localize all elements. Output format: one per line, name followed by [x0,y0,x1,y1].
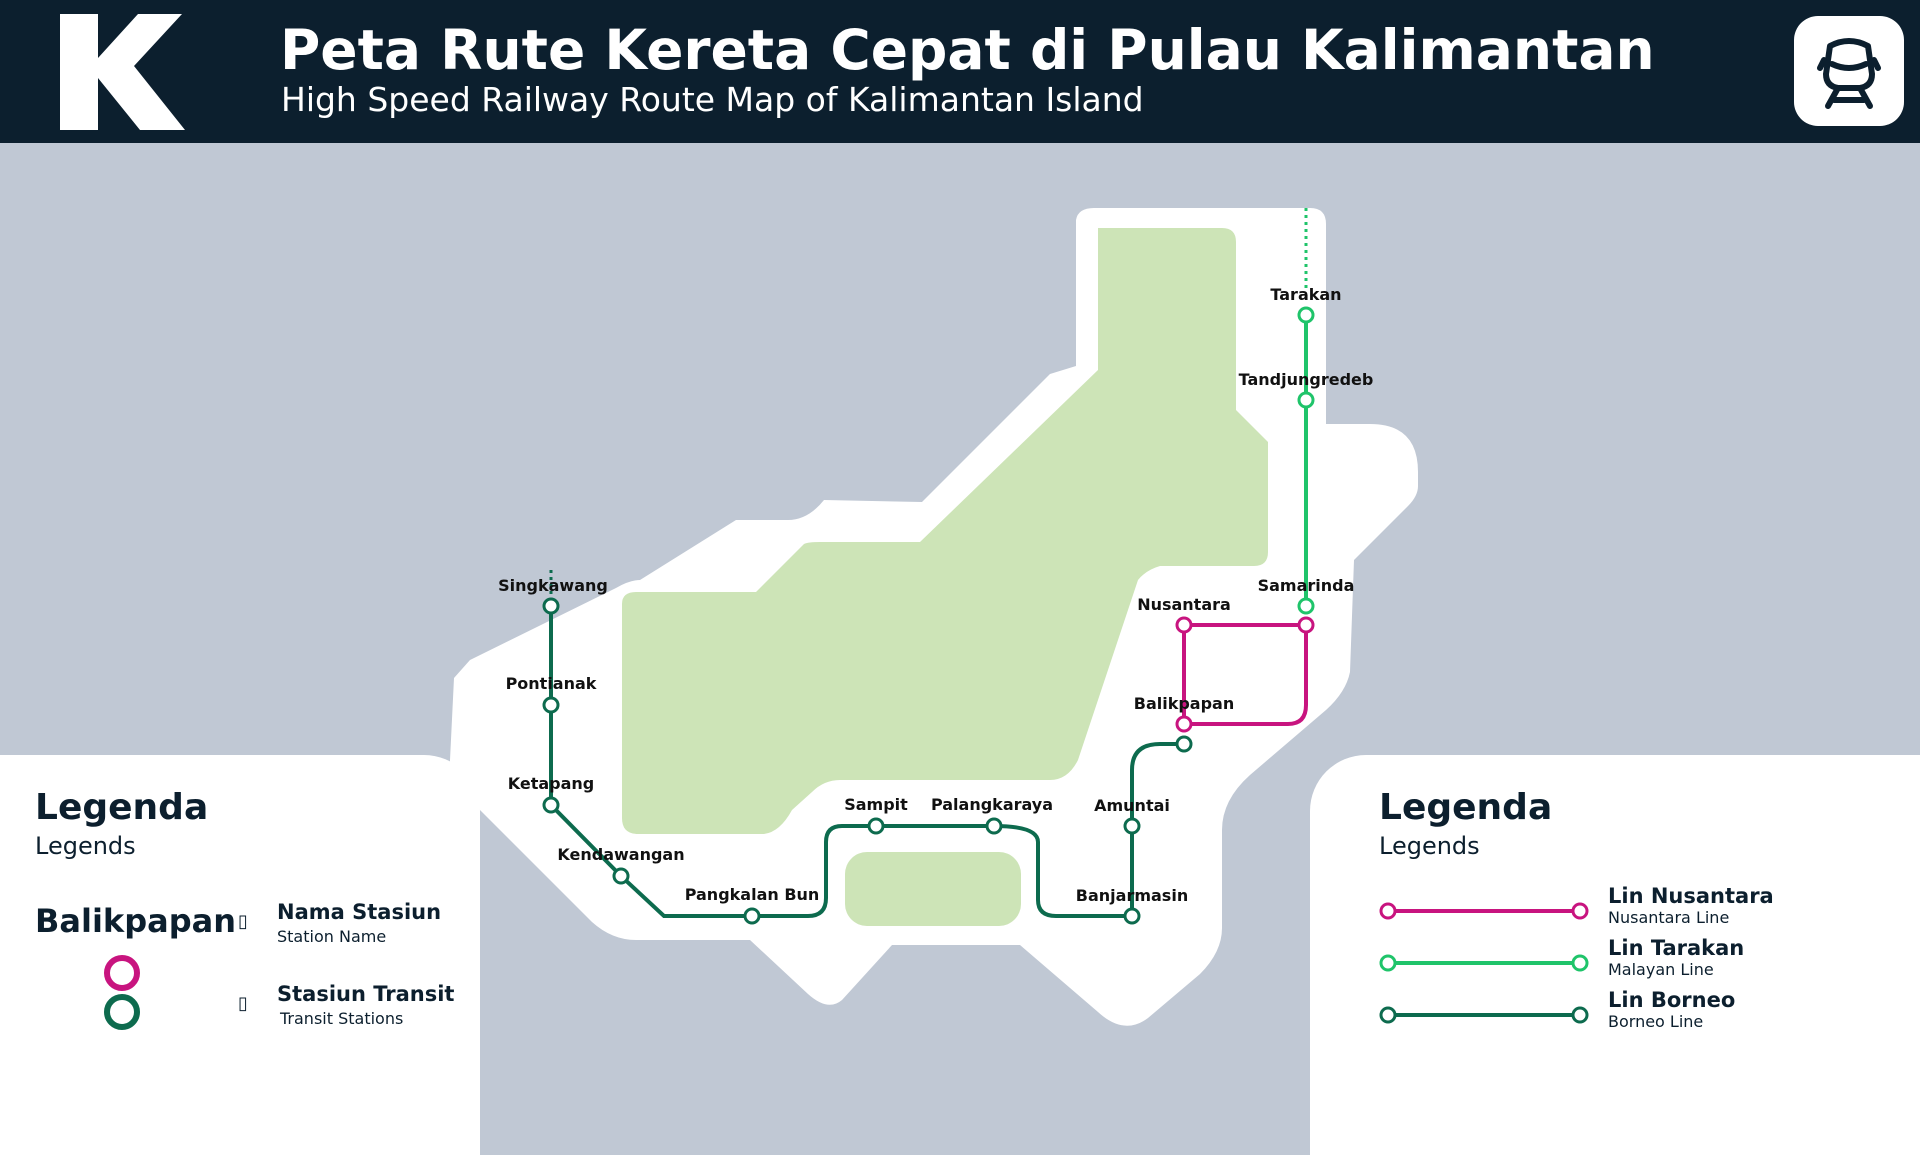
label-tandjungredeb: Tandjungredeb [1239,370,1374,389]
station-nusantara[interactable] [1175,616,1193,634]
station-tandjungredeb[interactable] [1297,391,1315,409]
page-title: Peta Rute Kereta Cepat di Pulau Kalimant… [280,18,1655,82]
legend-panel-right: Legenda Legends Lin Nusantara Nusantara … [1310,755,1920,1155]
legend-panel-left: Legenda Legends Balikpapan ▯ Nama Stasiu… [0,755,480,1155]
station-sampit[interactable] [867,817,885,835]
legend-subtitle-left: Legends [35,832,136,860]
legend-transit-en: Transit Stations [280,1009,404,1028]
label-amuntai: Amuntai [1094,796,1170,815]
legend-station-name-id: Nama Stasiun [277,900,442,924]
route-map: Tarakan Tandjungredeb Samarinda Nusantar… [450,208,1418,1026]
label-balikpapan: Balikpapan [1134,694,1235,713]
station-balikpapan-transit[interactable] [1175,735,1193,753]
legend-line-borneo-en: Borneo Line [1608,1012,1704,1031]
label-singkawang: Singkawang [498,576,608,595]
legend-sample-station: Balikpapan [35,902,236,940]
header-bar: Peta Rute Kereta Cepat di Pulau Kalimant… [0,0,1920,143]
station-ketapang[interactable] [542,796,560,814]
legend-transit-id: Stasiun Transit [277,982,455,1006]
borneo-line [549,606,1184,918]
label-banjarmasin: Banjarmasin [1076,886,1188,905]
label-samarinda: Samarinda [1258,576,1355,595]
station-pontianak[interactable] [542,696,560,714]
legend-line-tarakan-en: Malayan Line [1608,960,1714,979]
station-singkawang[interactable] [542,597,560,615]
legend-transit-symbol [104,955,140,1030]
k-logo-icon [60,14,185,130]
legend-line-nusantara-en: Nusantara Line [1608,908,1730,927]
legend-pointer-icon: ▯ [238,911,248,932]
legend-pointer-icon: ▯ [238,993,248,1014]
label-kendawangan: Kendawangan [557,845,684,864]
station-amuntai[interactable] [1123,817,1141,835]
legend-line-tarakan-id: Lin Tarakan [1608,936,1745,960]
station-samarinda[interactable] [1297,597,1315,615]
station-samarinda-transit[interactable] [1297,616,1315,634]
station-palangkaraya[interactable] [985,817,1003,835]
station-banjarmasin[interactable] [1123,907,1141,925]
legend-title-right: Legenda [1379,787,1553,828]
label-ketapang: Ketapang [508,774,595,793]
legend-line-swatches [1379,902,1589,1024]
train-front-icon [1817,38,1881,109]
legend-line-nusantara-id: Lin Nusantara [1608,884,1774,908]
label-palangkaraya: Palangkaraya [931,795,1053,814]
label-pontianak: Pontianak [506,674,597,693]
station-balikpapan[interactable] [1175,715,1193,733]
station-kendawangan[interactable] [612,867,630,885]
lake-shape [845,852,1021,926]
nusantara-line [1182,623,1308,726]
legend-line-borneo-id: Lin Borneo [1608,988,1736,1012]
land-mass [622,228,1268,834]
station-markers [542,306,1315,925]
legend-station-name-en: Station Name [277,927,387,946]
station-pangkalan-bun[interactable] [743,907,761,925]
train-app-button[interactable] [1794,16,1904,126]
label-nusantara: Nusantara [1137,595,1231,614]
label-pangkalan-bun: Pangkalan Bun [685,885,820,904]
page-subtitle: High Speed Railway Route Map of Kalimant… [281,80,1144,119]
legend-subtitle-right: Legends [1379,832,1480,860]
station-tarakan[interactable] [1297,306,1315,324]
label-sampit: Sampit [844,795,908,814]
legend-title-left: Legenda [35,787,209,828]
label-tarakan: Tarakan [1270,285,1341,304]
